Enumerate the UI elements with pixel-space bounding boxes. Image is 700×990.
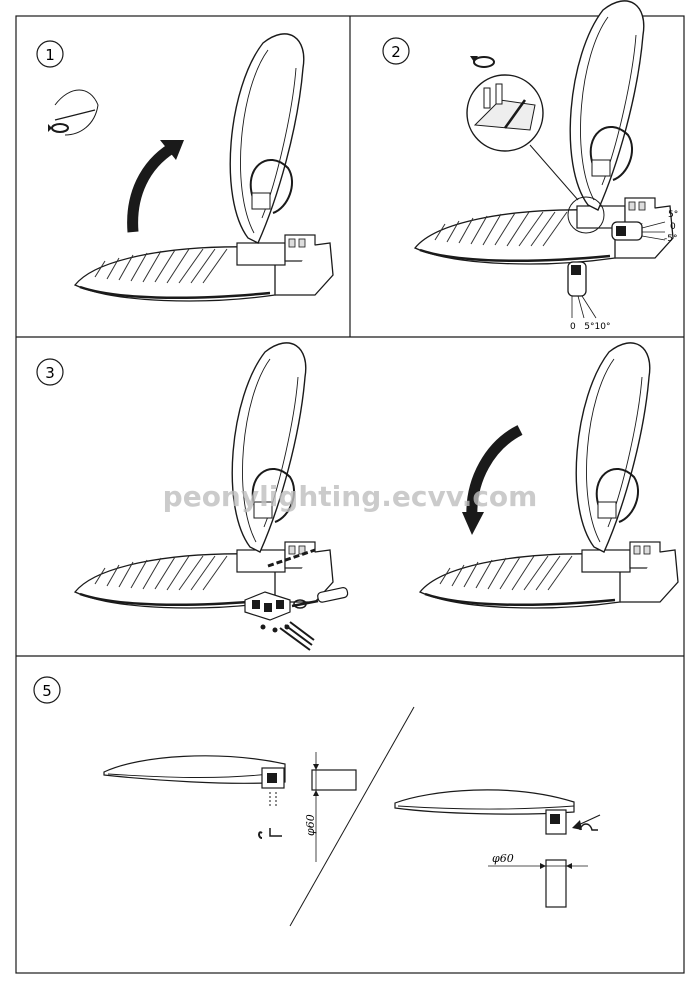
step-3-panel: 3 — [36, 341, 680, 651]
tilt-bottom-label: 0 5°10° — [570, 322, 611, 332]
pipe-diameter-left: φ60 — [304, 814, 317, 836]
pipe-diameter-right: φ60 — [492, 852, 514, 865]
luminaire-body-3 — [73, 540, 335, 610]
step-5-circle — [33, 676, 61, 704]
power-cable — [267, 548, 316, 568]
open-arrowhead-icon — [160, 140, 184, 160]
pipe-left — [311, 752, 357, 862]
watermark-text: peonylighting.ecvv.com — [163, 480, 538, 513]
step-1-circle — [36, 40, 64, 68]
close-arrow-icon — [466, 425, 523, 519]
open-arrow-icon — [127, 143, 176, 233]
step-3-circle — [36, 358, 64, 386]
tilt-plus-label: 5° — [668, 210, 678, 220]
luminaire-body-4 — [418, 540, 680, 610]
latch-detail-icon — [48, 89, 99, 136]
tilt-zero-label: 0 — [670, 222, 676, 232]
step-5-divider — [289, 706, 415, 927]
luminaire-body — [73, 233, 335, 303]
step-5-number: 5 — [42, 682, 52, 700]
rotate-icon — [470, 56, 495, 68]
hinge-highlight — [567, 196, 605, 234]
close-arrowhead-icon — [462, 512, 484, 535]
bracket-bolts-icon — [473, 83, 536, 131]
step-2-circle — [382, 37, 410, 65]
top-mount-view — [394, 789, 601, 835]
step-5-panel: 5 φ60 — [33, 676, 601, 927]
luminaire-cover-closing — [575, 341, 651, 553]
tilt-minus-label: -5° — [664, 234, 677, 244]
step-1-number: 1 — [45, 46, 55, 64]
step-1-panel: 1 — [36, 32, 335, 303]
pipe-right — [488, 859, 588, 908]
terminal-block-icon — [244, 591, 315, 651]
callout-line — [529, 144, 579, 201]
luminaire-cover-open-2 — [569, 0, 645, 211]
step-2-number: 2 — [391, 43, 401, 61]
luminaire-cover-open — [229, 32, 305, 244]
step-3-number: 3 — [45, 364, 55, 382]
bottom-tilt-bracket-icon — [567, 261, 597, 319]
side-tilt-bracket-icon — [611, 221, 666, 241]
side-mount-view — [103, 755, 286, 839]
luminaire-cover-open-3 — [231, 341, 307, 553]
screwdriver-icon — [291, 587, 349, 609]
step-2-panel: 2 5° 0 -5° — [382, 0, 678, 332]
